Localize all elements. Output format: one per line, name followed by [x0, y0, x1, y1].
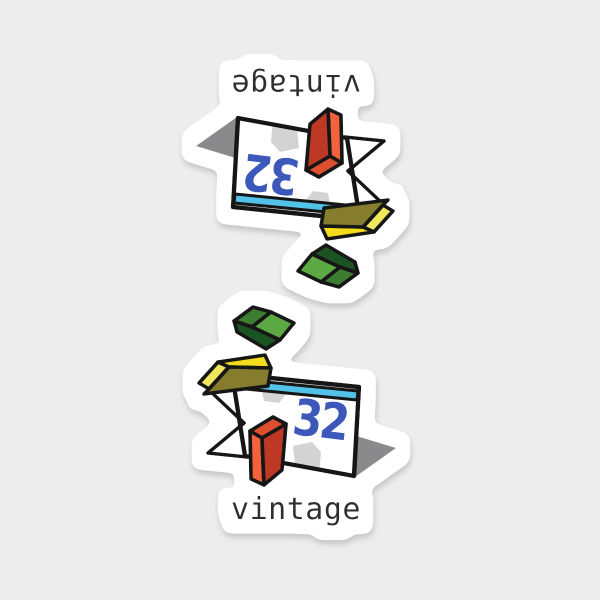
sticker-scene: 32 — [0, 0, 600, 600]
sticker-product-image: 32 — [0, 0, 600, 600]
